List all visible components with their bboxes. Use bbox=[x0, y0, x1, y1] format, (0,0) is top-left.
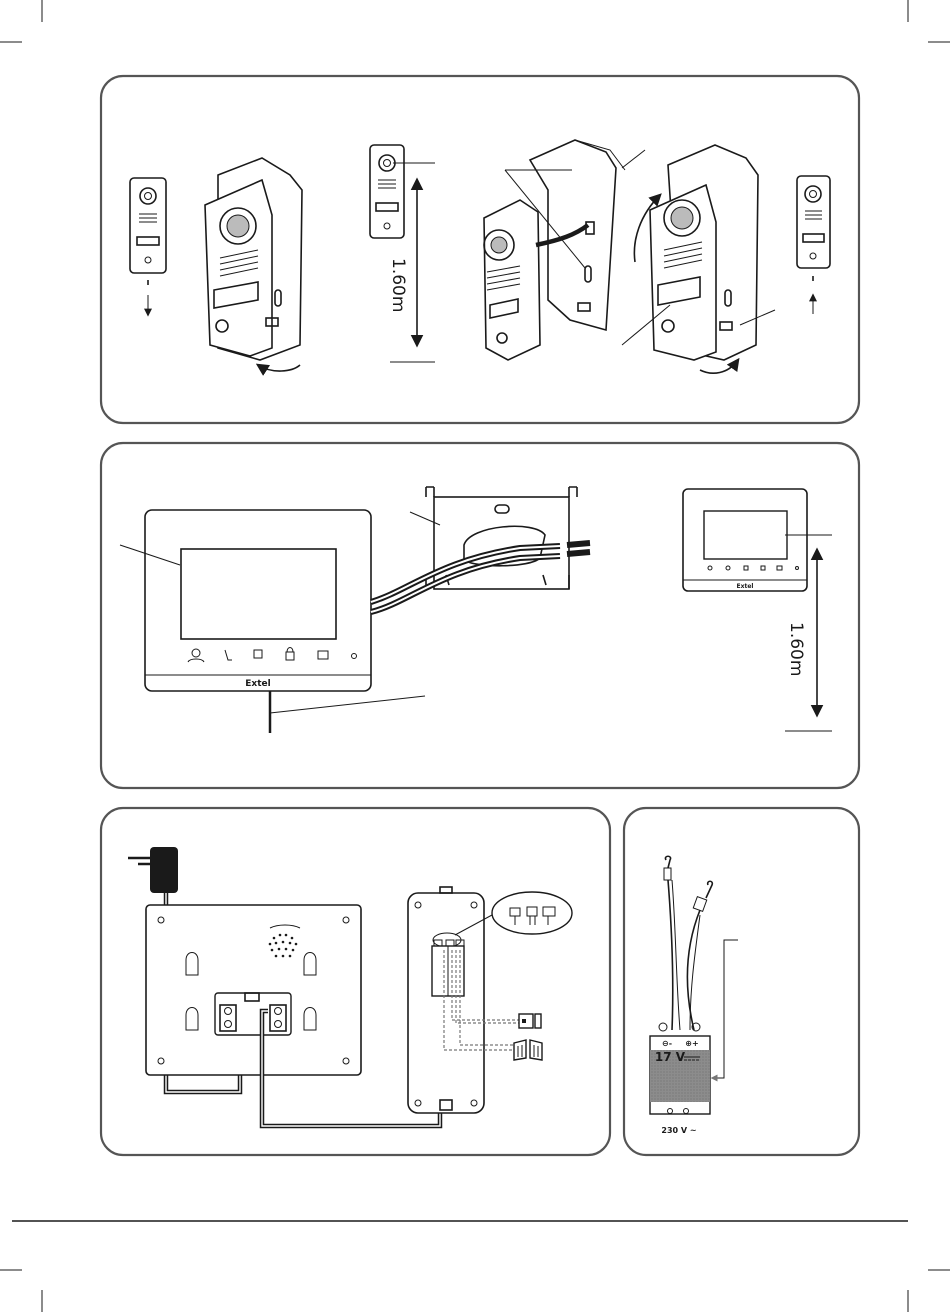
monitor-terminals bbox=[215, 993, 291, 1035]
panel-door-station: 1.60m bbox=[101, 76, 859, 423]
mains-voltage-label: 230 V ~ bbox=[661, 1126, 696, 1135]
terminal-minus-label: ⊖- bbox=[662, 1039, 672, 1048]
panel-monitor: Extel bbox=[101, 443, 859, 788]
terminal-plus-label: ⊕+ bbox=[685, 1039, 698, 1048]
panel-wiring bbox=[101, 808, 610, 1155]
psu-voltage-label: 17 V bbox=[655, 1050, 686, 1064]
monitor-height-label: 1.60m bbox=[786, 622, 806, 676]
monitor-brand-label: Extel bbox=[245, 679, 270, 689]
door-station-with-cover-1 bbox=[205, 158, 302, 371]
electric-lock-icon bbox=[519, 1014, 541, 1028]
panel-power-supply: ⊖- ⊕+ 17 V 230 V ~ bbox=[624, 808, 859, 1155]
door-station-height-label: 1.60m bbox=[388, 258, 408, 312]
monitor-small-brand-label: Extel bbox=[737, 583, 754, 590]
